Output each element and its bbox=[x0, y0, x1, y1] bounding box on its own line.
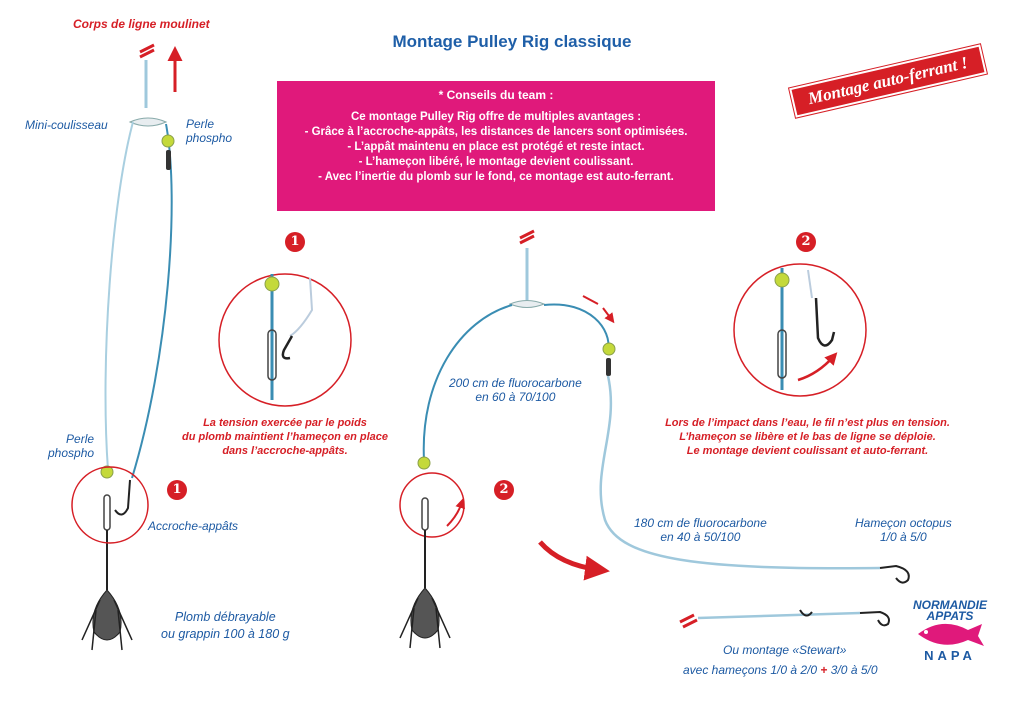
callout-line: La tension exercée par le poids bbox=[203, 417, 367, 429]
callout-line: Le montage devient coulissant et auto-fe… bbox=[686, 445, 929, 457]
grapnel-sinker-left bbox=[92, 589, 122, 641]
grapnel-sinker-mid bbox=[410, 587, 440, 639]
red-cut-mark bbox=[139, 43, 155, 54]
detail-circle-1 bbox=[218, 273, 352, 407]
tips-heading: * Conseils du team : bbox=[438, 88, 554, 102]
label-line: 200 cm de fluorocarbone bbox=[449, 376, 582, 390]
tips-line: - L’appât maintenu en place est protégé … bbox=[347, 141, 645, 153]
fluoro-200-line bbox=[422, 304, 513, 461]
detail-circle-2 bbox=[733, 263, 867, 397]
tips-line: - L’hameçon libéré, le montage devient c… bbox=[358, 156, 634, 168]
callout-tension: La tension exercée par le poids du plomb… bbox=[180, 416, 390, 458]
bead-bottom bbox=[100, 465, 114, 479]
stewart-hooks-a: avec hameçons 1/0 à 2/0 bbox=[683, 663, 818, 677]
label-fluoro-180: 180 cm de fluorocarbone en 40 à 50/100 bbox=[634, 516, 767, 544]
stewart-plus: + bbox=[820, 663, 828, 677]
clip-left bbox=[103, 494, 111, 531]
normandie-appats-logo: NORMANDIE APPATS NAPA bbox=[912, 598, 988, 664]
pulley-coulisseau bbox=[128, 117, 168, 127]
callout-line: Lors de l’impact dans l’eau, le fil n’es… bbox=[665, 417, 950, 429]
stewart-rig bbox=[679, 609, 890, 629]
deploy-arrow bbox=[538, 540, 610, 581]
zoom-circle-mid bbox=[399, 472, 465, 538]
label-line: phospho bbox=[48, 446, 95, 460]
page-title: Montage Pulley Rig classique bbox=[392, 32, 632, 51]
label-line: 180 cm de fluorocarbone bbox=[634, 516, 767, 530]
label-line: phospho bbox=[186, 131, 233, 145]
left-rig bbox=[71, 43, 183, 651]
label-line: Plomb débrayable bbox=[174, 610, 276, 624]
fluoro-180-line bbox=[599, 375, 881, 570]
label-line: 1/0 à 5/0 bbox=[880, 530, 927, 544]
logo-line1: NORMANDIE bbox=[913, 598, 987, 612]
label-perle-top: Perle phospho bbox=[186, 117, 232, 145]
tips-line: Ce montage Pulley Rig offre de multiples… bbox=[350, 111, 642, 123]
logo-napa: NAPA bbox=[924, 648, 976, 663]
label-stewart-hooks: avec hameçons 1/0 à 2/0 + 3/0 à 5/0 bbox=[683, 663, 878, 677]
left-fluoro-outer bbox=[104, 121, 134, 471]
bead-top bbox=[161, 134, 175, 148]
tips-line: - Grâce à l’accroche-appâts, les distanc… bbox=[304, 126, 688, 138]
label-line: ou grappin 100 à 180 g bbox=[161, 627, 290, 641]
label-line: Perle bbox=[186, 117, 215, 131]
callout-impact: Lors de l’impact dans l’eau, le fil n’es… bbox=[650, 416, 965, 458]
logo-line2: APPATS bbox=[926, 609, 974, 623]
left-fluoro-inner bbox=[131, 123, 173, 479]
label-line: en 60 à 70/100 bbox=[475, 390, 556, 404]
label-plomb: Plomb débrayable ou grappin 100 à 180 g bbox=[161, 609, 290, 643]
marker-1-detail: 1 bbox=[285, 232, 305, 252]
label-stewart: Ou montage «Stewart» bbox=[723, 643, 847, 657]
label-corps-ligne: Corps de ligne moulinet bbox=[73, 17, 210, 31]
marker-1-rig: 1 bbox=[167, 480, 187, 500]
callout-line: L’hameçon se libère et le bas de ligne s… bbox=[679, 431, 936, 443]
fish-logo-icon bbox=[918, 623, 984, 646]
middle-rig bbox=[399, 229, 910, 649]
label-fluoro-200: 200 cm de fluorocarbone en 60 à 70/100 bbox=[449, 376, 582, 404]
stewart-hooks-b: 3/0 à 5/0 bbox=[830, 663, 878, 677]
label-hamecon: Hameçon octopus 1/0 à 5/0 bbox=[855, 516, 952, 544]
label-mini-coulisseau: Mini-coulisseau bbox=[25, 118, 108, 132]
label-line: Hameçon octopus bbox=[855, 516, 952, 530]
marker-2-rig: 2 bbox=[494, 480, 514, 500]
callout-line: du plomb maintient l’hameçon en place bbox=[182, 431, 388, 443]
swivel-top bbox=[166, 150, 171, 170]
zoom-circle-left bbox=[71, 466, 149, 544]
label-line: en 40 à 50/100 bbox=[660, 530, 741, 544]
marker-2-detail: 2 bbox=[796, 232, 816, 252]
callout-line: dans l’accroche-appâts. bbox=[222, 445, 348, 457]
hook-left bbox=[114, 479, 131, 516]
label-perle-bottom: Perle phospho bbox=[48, 432, 94, 460]
tips-line: - Avec l’inertie du plomb sur le fond, c… bbox=[318, 171, 674, 183]
label-accroche-appats: Accroche-appâts bbox=[148, 519, 239, 533]
label-line: Perle bbox=[66, 432, 95, 446]
tips-body: Ce montage Pulley Rig offre de multiples… bbox=[277, 110, 715, 185]
pulley-mid bbox=[508, 300, 546, 308]
hook-octopus bbox=[879, 564, 910, 584]
tips-box: * Conseils du team : Ce montage Pulley R… bbox=[277, 81, 715, 211]
